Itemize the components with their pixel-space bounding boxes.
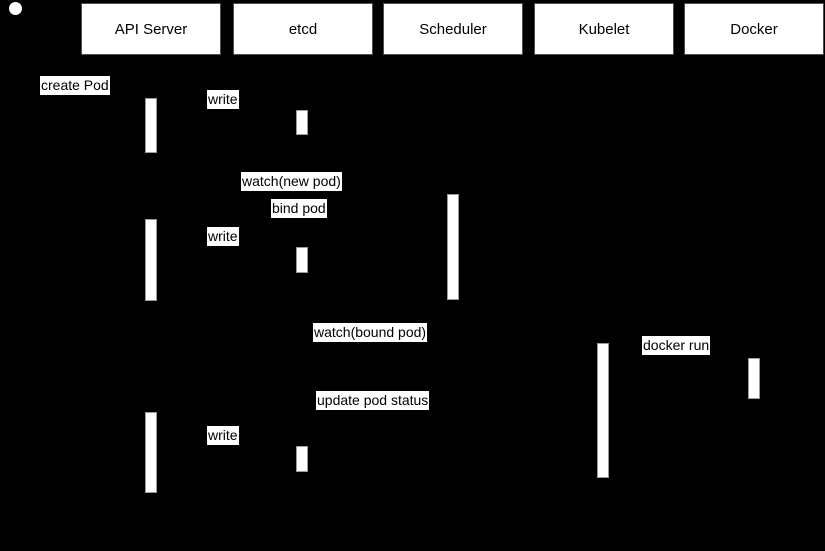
lifeline-docker bbox=[754, 55, 756, 545]
message-label-write-3: write bbox=[207, 426, 239, 445]
participant-label-api-server: API Server bbox=[114, 20, 188, 38]
participant-docker[interactable]: Docker bbox=[684, 3, 824, 55]
message-line-watch-bound-pod bbox=[151, 343, 597, 344]
activation-bar-kubelet-1 bbox=[597, 343, 609, 478]
message-label-docker-run: docker run bbox=[642, 336, 711, 355]
message-arrowhead-docker-run bbox=[741, 354, 749, 362]
message-line-write-2 bbox=[157, 247, 296, 248]
message-line-write-1 bbox=[157, 110, 296, 111]
actor-leg-right-icon bbox=[15, 30, 24, 38]
lifeline-scheduler bbox=[453, 55, 455, 545]
message-arrowhead-create-pod bbox=[138, 93, 146, 101]
activation-bar-etcd-3 bbox=[296, 446, 308, 472]
activation-bar-etcd-2 bbox=[296, 247, 308, 273]
participant-api-server[interactable]: API Server bbox=[81, 3, 221, 55]
actor-head-icon bbox=[9, 2, 22, 15]
actor-arms-icon bbox=[3, 22, 28, 23]
message-line-bind-pod bbox=[157, 219, 447, 220]
message-label-create-pod: create Pod bbox=[40, 76, 110, 95]
message-arrowhead-watch-bound-pod bbox=[590, 339, 598, 347]
participant-kubelet[interactable]: Kubelet bbox=[534, 3, 674, 55]
activation-bar-etcd-1 bbox=[296, 110, 308, 135]
message-arrowhead-write-3 bbox=[289, 442, 297, 450]
participant-label-scheduler: Scheduler bbox=[419, 20, 487, 38]
participant-etcd[interactable]: etcd bbox=[233, 3, 373, 55]
message-arrowhead-write-2 bbox=[289, 243, 297, 251]
lifeline-etcd bbox=[302, 55, 304, 545]
message-label-update-pod-status: update pod status bbox=[316, 391, 430, 410]
lifeline-actor bbox=[15, 50, 17, 545]
message-line-watch-new-pod bbox=[151, 193, 447, 194]
message-label-watch-bound-pod: watch(bound pod) bbox=[313, 323, 428, 342]
message-label-write-1: write bbox=[207, 90, 239, 109]
message-arrowhead-update-pod-status bbox=[157, 408, 165, 416]
message-label-bind-pod: bind pod bbox=[271, 199, 327, 218]
message-arrowhead-bind-pod bbox=[157, 215, 165, 223]
lifeline-kubelet bbox=[603, 55, 605, 545]
message-line-create-pod bbox=[15, 97, 145, 98]
activation-bar-api-server-3 bbox=[145, 412, 157, 493]
participant-label-docker: Docker bbox=[730, 20, 778, 38]
activation-bar-scheduler-1 bbox=[447, 194, 459, 300]
message-line-docker-run bbox=[609, 358, 748, 359]
participant-label-kubelet: Kubelet bbox=[578, 20, 630, 38]
message-arrowhead-watch-new-pod bbox=[440, 189, 448, 197]
activation-bar-docker-1 bbox=[748, 358, 760, 399]
actor-body-icon bbox=[15, 15, 16, 37]
message-line-update-pod-status bbox=[157, 412, 597, 413]
message-label-watch-new-pod: watch(new pod) bbox=[241, 172, 342, 191]
activation-bar-api-server-2 bbox=[145, 219, 157, 301]
participant-label-etcd: etcd bbox=[288, 20, 318, 38]
activation-bar-api-server-1 bbox=[145, 98, 157, 153]
message-arrowhead-write-1 bbox=[289, 106, 297, 114]
message-line-write-3 bbox=[157, 446, 296, 447]
participant-scheduler[interactable]: Scheduler bbox=[383, 3, 523, 55]
message-label-write-2: write bbox=[207, 227, 239, 246]
